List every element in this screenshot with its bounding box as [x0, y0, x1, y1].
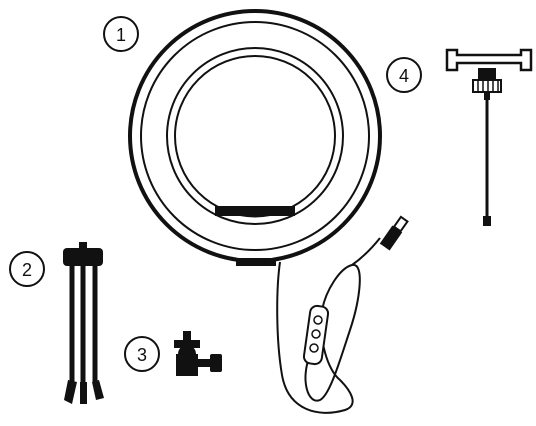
phone-holder-icon [445, 48, 533, 226]
inline-controller-icon [302, 304, 330, 366]
ball-head-icon [174, 331, 222, 376]
callout-3: 3 [124, 336, 160, 372]
callout-1-number: 1 [116, 25, 126, 45]
callout-4: 4 [386, 57, 422, 93]
callout-2: 2 [9, 251, 45, 287]
tripod-icon [63, 242, 104, 404]
callout-1: 1 [103, 16, 139, 52]
callout-2-number: 2 [22, 260, 32, 280]
ring-light-icon [128, 9, 382, 266]
usb-cable-icon [276, 215, 409, 414]
callout-3-number: 3 [137, 345, 147, 365]
callout-4-number: 4 [399, 66, 409, 86]
